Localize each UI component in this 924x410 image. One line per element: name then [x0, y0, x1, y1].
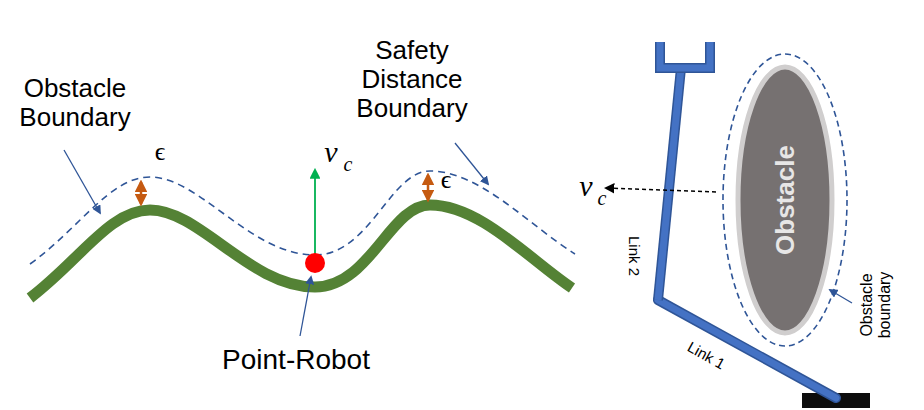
- epsilon-symbol: ϵ: [441, 165, 452, 194]
- obstacle-shape: Obstacle: [735, 64, 835, 336]
- boundary-label: Obstacle boundary: [858, 265, 894, 345]
- link-2: [658, 68, 681, 300]
- epsilon-arrow: [427, 175, 430, 200]
- boundary-label: Safety Distance Boundary: [347, 36, 477, 123]
- obstacle-boundary-curve: [30, 205, 572, 298]
- point-robot: [305, 253, 325, 273]
- velocity-subscript: c: [344, 153, 353, 175]
- leader-line: [64, 150, 100, 213]
- epsilon-arrow: [140, 182, 143, 204]
- leader-line: [300, 277, 311, 336]
- velocity-subscript: c: [598, 187, 607, 209]
- leader-line: [455, 143, 488, 184]
- gripper: [660, 42, 710, 68]
- safety-distance-curve: [30, 171, 575, 264]
- link-label: Link 2: [626, 236, 643, 276]
- velocity-symbol: v: [324, 135, 337, 169]
- link-label: Link 1: [684, 339, 727, 373]
- velocity-arrow: [314, 170, 316, 254]
- link-2: [658, 68, 681, 300]
- obstacle-safety-boundary: [723, 54, 847, 346]
- boundary-label: Obstacle Boundary: [13, 74, 138, 132]
- gripper: [660, 42, 710, 68]
- velocity-symbol: v: [579, 169, 592, 203]
- robot-label: Point-Robot: [222, 344, 370, 375]
- leader-line: [830, 290, 852, 303]
- velocity-arrow: [606, 188, 716, 192]
- obstacle-label: Obstacle: [770, 145, 801, 255]
- epsilon-symbol: ϵ: [155, 137, 166, 166]
- obstacle-ellipse: [738, 67, 832, 333]
